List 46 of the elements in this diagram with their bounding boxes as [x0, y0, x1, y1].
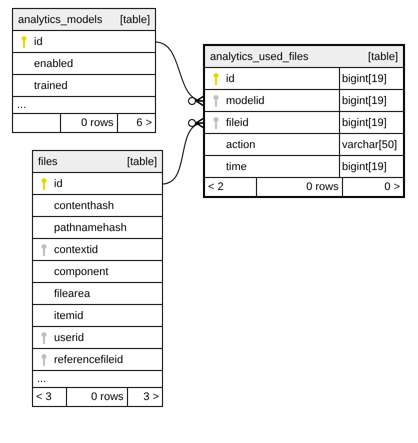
table-tag: [table]: [368, 50, 398, 62]
column-name: action: [226, 138, 256, 150]
table-tag: [table]: [120, 14, 150, 26]
column-name: id: [54, 178, 63, 190]
column-name: id: [34, 36, 43, 48]
column-name: time: [226, 160, 247, 172]
footer-text: < 3: [36, 391, 52, 403]
column-name: pathnamehash: [54, 222, 127, 234]
column-name: trained: [34, 80, 68, 92]
footer-text: 0 rows: [91, 391, 124, 403]
footer-text: 6 >: [136, 117, 152, 129]
footer-text: 0 rows: [306, 181, 339, 193]
footer-text: 0 >: [384, 181, 400, 193]
column-type: bigint[19]: [342, 72, 387, 84]
table-row: [205, 134, 403, 156]
column-name: enabled: [34, 58, 74, 70]
footer-text: 3 >: [143, 391, 160, 403]
table-row: [205, 90, 403, 112]
table-name: analytics_used_files: [210, 50, 308, 62]
column-name: referencefileid: [54, 354, 124, 366]
column-type: varchar[50]: [342, 138, 398, 150]
database-table: [32, 150, 163, 407]
column-name: contextid: [54, 244, 98, 256]
footer-text: 0 rows: [81, 117, 114, 129]
column-name: component: [54, 266, 108, 278]
column-name: userid: [54, 332, 84, 344]
table-name: analytics_models: [18, 14, 102, 26]
column-name: id: [226, 72, 235, 84]
more-columns-text: ...: [37, 373, 46, 385]
column-name: itemid: [54, 310, 84, 322]
column-name: filearea: [54, 288, 90, 300]
column-name: fileid: [226, 116, 249, 128]
column-name: modelid: [226, 94, 265, 106]
footer-text: < 2: [208, 181, 224, 193]
database-table: [203, 44, 405, 198]
table-name: files: [38, 156, 58, 168]
table-row: [205, 156, 403, 178]
column-type: bigint[19]: [342, 94, 387, 106]
column-type: bigint[19]: [342, 160, 387, 172]
more-columns-text: ...: [17, 99, 26, 111]
table-row: [205, 112, 403, 134]
table-tag: [table]: [127, 156, 157, 168]
database-table: [12, 8, 156, 133]
column-type: bigint[19]: [342, 116, 387, 128]
column-name: contenthash: [54, 200, 114, 212]
table-row: [205, 68, 403, 90]
